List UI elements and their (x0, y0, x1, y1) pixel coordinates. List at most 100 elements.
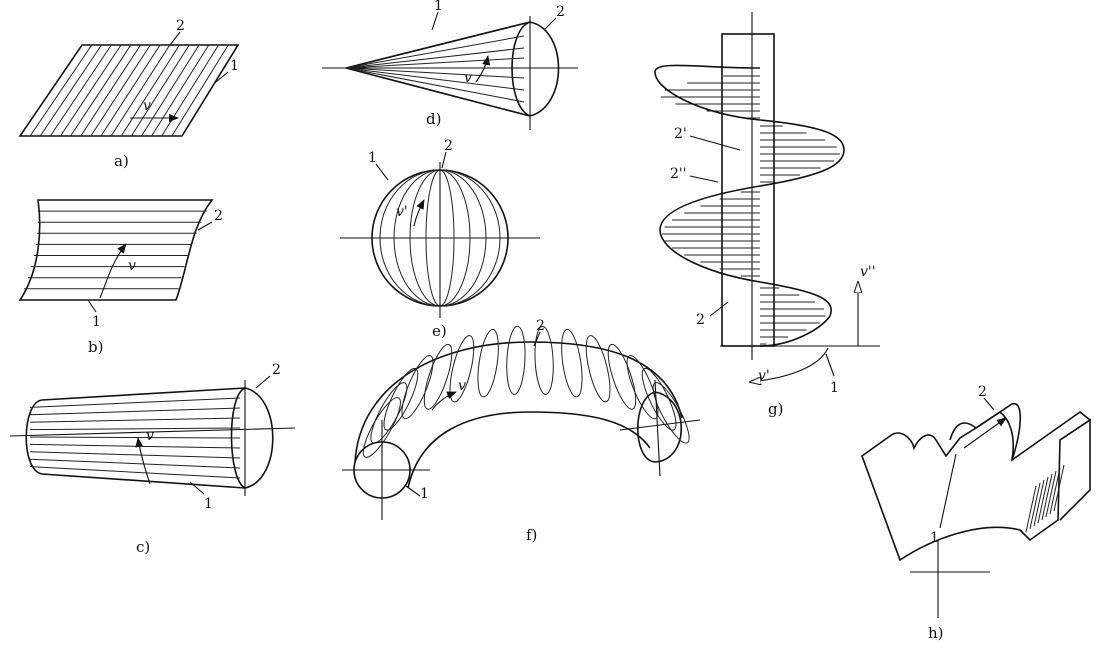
hatch-line (1045, 470, 1057, 518)
helix-outer-edge (654, 64, 845, 347)
generatrix-line (60, 44, 122, 137)
label-1: 1 (830, 380, 839, 396)
caption-b: b) (88, 338, 103, 356)
label-2: 2 (978, 384, 987, 400)
caption-c: c) (136, 538, 150, 556)
caption-d: d) (426, 110, 441, 128)
tooth-top (975, 403, 1022, 461)
section-ring (626, 354, 659, 420)
cone-edge-bottom (345, 67, 531, 117)
generatrix-line (120, 44, 180, 137)
plane-generatrix-lines (29, 44, 229, 137)
leader-1 (431, 11, 439, 31)
velocity-arrow (475, 55, 491, 83)
section-ring (370, 382, 408, 444)
generatrix-line (80, 44, 141, 137)
leader-2 (533, 331, 541, 347)
back-axis-v (654, 379, 661, 477)
torus-generatrix-circles (362, 325, 690, 458)
leader-1 (189, 481, 205, 495)
sheet-generatrix-lines (24, 210, 207, 290)
label-1: 1 (434, 0, 443, 14)
label-2-double: 2'' (670, 166, 687, 182)
label-1: 1 (92, 314, 101, 330)
label-1: 1 (368, 150, 377, 166)
section-ring (607, 343, 637, 410)
leader-2 (441, 151, 447, 169)
velocity-arrow (99, 243, 127, 299)
section-ring (561, 329, 583, 398)
section-ring (449, 335, 475, 403)
generatrix-line (29, 458, 241, 469)
back-axis-h (619, 419, 701, 431)
caption-g: g) (768, 400, 783, 418)
generatrix-line (29, 436, 241, 439)
leader-2 (169, 31, 181, 46)
generatrix-line (345, 67, 525, 91)
caption-h: h) (928, 624, 944, 642)
caption-a: a) (114, 152, 129, 170)
motion-arrow (963, 417, 1007, 449)
helicoid-generatrix-lines (660, 75, 840, 345)
section-ring (585, 335, 611, 403)
section-ring (652, 382, 690, 444)
hatch-line (1053, 464, 1065, 512)
generatrix-line (29, 427, 241, 431)
label-2: 2 (696, 312, 705, 328)
cone-edge-top (345, 21, 531, 69)
generatrix-line (29, 451, 241, 459)
generatrix-line (29, 44, 93, 137)
cone-generatrix-lines (345, 35, 525, 103)
generatrix-line (130, 44, 190, 137)
end-face-hatching (1025, 464, 1065, 533)
generatrix-line (345, 47, 525, 69)
hatch-line (1029, 482, 1041, 530)
panel-b-curved-sheet: 2 1 v b) (18, 199, 223, 356)
label-2: 2 (444, 138, 453, 154)
hatch-line (1041, 473, 1053, 521)
generatrix-line (345, 57, 525, 69)
label-2: 2 (536, 318, 545, 334)
section-ring (423, 343, 453, 410)
cylinder-outline (25, 387, 246, 489)
generatrix-line (29, 417, 241, 423)
label-1: 1 (230, 58, 239, 74)
leader-2-double (689, 175, 719, 183)
leader-2 (709, 301, 729, 317)
axis-line (9, 427, 296, 437)
generatrix-line (90, 44, 151, 137)
label-v-prime: v' (758, 368, 770, 384)
leader-2-prime (689, 135, 741, 151)
label-2: 2 (272, 362, 281, 378)
label-1: 1 (204, 496, 213, 512)
sheet-outline (18, 199, 214, 301)
generatrix-line (49, 44, 112, 137)
helix-core-cylinder (721, 33, 775, 347)
generatrix-line (345, 35, 525, 69)
tooth-flank-1 (949, 422, 977, 441)
panel-a-plane: 2 1 v a) (18, 18, 240, 170)
panel-d-cone: 1 2 v d) (322, 0, 578, 130)
panel-f-torus: 2 1 v f) (342, 318, 701, 544)
generatrix-line (345, 67, 525, 103)
label-v: v (464, 70, 472, 86)
label-v: v' (396, 204, 408, 220)
label-1: 1 (930, 530, 939, 546)
plane-outline (18, 44, 240, 137)
leader-1 (215, 71, 229, 83)
generatrix-line (29, 397, 241, 408)
leader-1 (405, 485, 421, 497)
section-ring (477, 329, 499, 398)
leader-2 (197, 221, 213, 231)
caption-f: f) (526, 526, 537, 544)
section-ring (506, 325, 526, 395)
velocity-arrow (431, 391, 457, 411)
label-2: 2 (176, 18, 185, 34)
caption-e: e) (432, 322, 447, 340)
generatrix-line (39, 44, 102, 137)
leader-2 (255, 375, 271, 389)
hatch-line (1049, 467, 1061, 515)
generatrix-line (100, 44, 161, 137)
generatrix-line (29, 443, 241, 449)
